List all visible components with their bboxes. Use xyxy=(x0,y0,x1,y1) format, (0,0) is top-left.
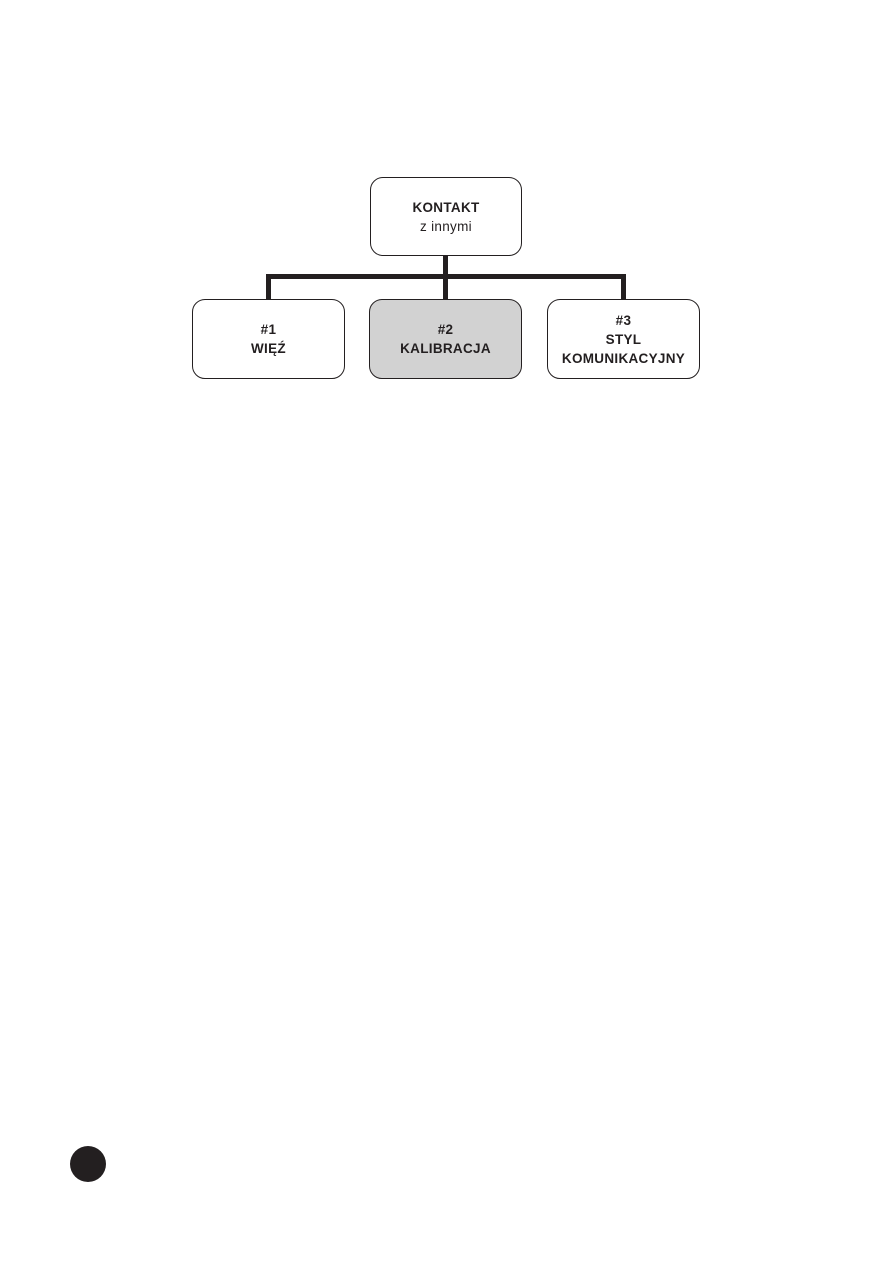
connector-horizontal xyxy=(266,274,626,279)
connector-drop-left xyxy=(266,276,271,300)
node-kontakt-subtitle: z innymi xyxy=(420,218,472,234)
node-wiez-label: #1 WIĘŹ xyxy=(251,322,286,356)
node-kalibracja: #2 KALIBRACJA xyxy=(369,299,522,379)
node-styl-komunikacyjny: #3 STYL KOMUNIKACYJNY xyxy=(547,299,700,379)
node-kontakt: KONTAKT z innymi xyxy=(370,177,522,256)
node-styl-komunikacyjny-label: #3 STYL KOMUNIKACYJNY xyxy=(561,312,686,366)
node-kontakt-title: KONTAKT xyxy=(412,199,480,215)
connector-drop-right xyxy=(621,276,626,300)
node-wiez: #1 WIĘŹ xyxy=(192,299,345,379)
page-marker-circle-icon xyxy=(70,1146,106,1182)
node-kalibracja-label: #2 KALIBRACJA xyxy=(400,322,491,356)
